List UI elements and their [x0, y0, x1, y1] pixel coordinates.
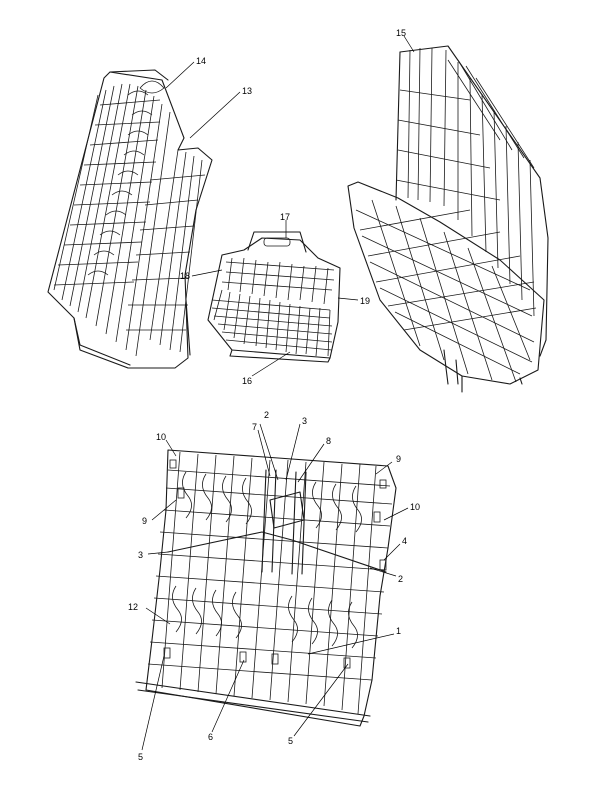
- callout-16: 16: [242, 376, 252, 386]
- callout-4: 4: [402, 536, 407, 546]
- upper-left-rack: [47, 69, 213, 369]
- callout-12: 12: [128, 602, 138, 612]
- callout-13: 13: [242, 86, 252, 96]
- callout-2-top: 2: [264, 410, 269, 420]
- callout-9-right: 9: [396, 454, 401, 464]
- upper-right-rack: [347, 45, 549, 393]
- callout-labels: 14 13 15 17 18 19 16 10 2 3 7 8 9 9 10 3…: [128, 28, 420, 762]
- callout-9-left: 9: [142, 516, 147, 526]
- callout-10-right: 10: [410, 502, 420, 512]
- cutlery-basket: [207, 231, 341, 363]
- lower-rack: [135, 449, 397, 727]
- callout-14: 14: [196, 56, 206, 66]
- callout-5-left: 5: [138, 752, 143, 762]
- callout-8: 8: [326, 436, 331, 446]
- callout-5-right: 5: [288, 736, 293, 746]
- callout-18: 18: [180, 271, 190, 281]
- callout-7: 7: [252, 422, 257, 432]
- leader-lines: [141, 35, 415, 751]
- callout-10-top: 10: [156, 432, 166, 442]
- callout-17: 17: [280, 212, 290, 222]
- callout-3-left: 3: [138, 550, 143, 560]
- callout-15: 15: [396, 28, 406, 38]
- callout-19: 19: [360, 296, 370, 306]
- callout-1: 1: [396, 626, 401, 636]
- callout-2-right: 2: [398, 574, 403, 584]
- callout-6: 6: [208, 732, 213, 742]
- callout-3-top: 3: [302, 416, 307, 426]
